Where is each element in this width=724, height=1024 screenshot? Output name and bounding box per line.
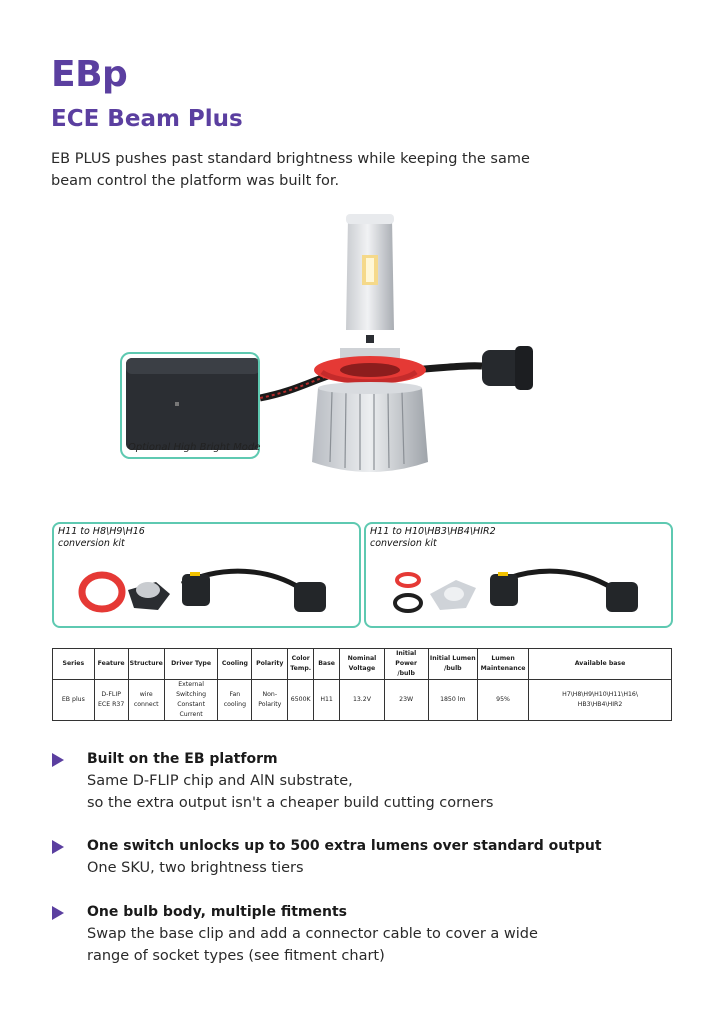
spec-value-cell-line: 6500K (290, 696, 311, 703)
bullet-arrow-icon (52, 753, 64, 767)
black-seal-ring (393, 593, 423, 613)
conversion-kit-image (78, 568, 326, 613)
spec-value-cell-line: ECE R37 (98, 701, 125, 708)
conversion-kit-image (393, 568, 638, 613)
spec-header-cell: Cooling (217, 648, 253, 680)
spec-header-cell: Available base (528, 648, 672, 680)
spec-header-cell-line: /bulb (443, 665, 462, 672)
spec-value-cell-line: connect (133, 701, 159, 708)
spec-header-cell: Series (52, 648, 95, 680)
high-bright-mode-label: Optional High Bright Mode (128, 442, 261, 453)
spec-table: Series Feature Structure Driver Type Cooling… (52, 648, 672, 721)
spec-value-cell-line: cooling (223, 701, 246, 708)
spec-header-cell-line: Structure (129, 660, 163, 667)
spec-value-cell-line: H7\H8\H9\H10\H11\H16\ (562, 691, 638, 698)
spec-value-cell-line: Constant (177, 701, 206, 708)
feature-line: so the extra output isn't a cheaper buil… (87, 795, 494, 811)
spec-value-cell-line: 1850 lm (440, 696, 466, 703)
spec-value-cell-line: HB3\HB4\HIR2 (577, 701, 623, 708)
spec-header-cell-line: Maintenance (480, 665, 526, 672)
spec-value-cell-line: 23W (399, 696, 414, 703)
spec-header-cell-line: /bulb (397, 670, 415, 677)
feature-title: Built on the EB platform (87, 751, 278, 767)
spec-value-cell: 13.2V (339, 679, 385, 721)
spec-header-cell-line: Lumen (491, 655, 515, 662)
feature-title: One bulb body, multiple fitments (87, 904, 347, 920)
high-bright-mode-callout-frame (120, 352, 260, 459)
red-seal-ring (78, 571, 126, 613)
bullet-arrow-icon (52, 906, 64, 920)
spec-header-cell-line: Cooling (221, 660, 248, 667)
feature-line: One SKU, two brightness tiers (87, 860, 304, 876)
spec-header-cell-line: Feature (97, 660, 125, 667)
spec-value-cell: Non- Polarity (251, 679, 289, 721)
spec-value-cell-line: Switching (176, 691, 207, 698)
spec-header-cell: Initial Lumen/bulb (427, 648, 479, 680)
feature-line: Same D-FLIP chip and AlN substrate, (87, 773, 353, 789)
spec-value-cell-line: EB plus (61, 696, 85, 703)
spec-header-cell-line: Polarity (256, 660, 284, 667)
spec-table-header-row: Series Feature Structure Driver Type Cooling… (52, 648, 672, 680)
spec-value-cell: 1850 lm (427, 679, 479, 721)
spec-header-cell: Structure (127, 648, 165, 680)
spec-header-cell-line: Initial Power (395, 650, 418, 667)
spec-value-cell-line: H11 (320, 696, 333, 703)
spec-value-cell: EB plus (52, 679, 95, 721)
led-bulb-product-image (126, 214, 533, 472)
intro-paragraph: EB PLUS pushes past standard brightness … (51, 148, 611, 192)
spec-header-cell: Polarity (251, 648, 289, 680)
spec-header-cell-line: Base (318, 660, 335, 667)
spec-value-cell-line: Fan (229, 691, 241, 698)
red-seal-ring (395, 572, 421, 588)
spec-value-cell: 23W (383, 679, 429, 721)
spec-header-cell: Base (313, 648, 341, 680)
spec-value-cell: D-FLIP ECE R37 (93, 679, 129, 721)
spec-header-cell-line: Temp. (290, 665, 312, 672)
spec-value-cell: 95% (477, 679, 530, 721)
spec-header-cell: Initial Power/bulb (383, 648, 429, 680)
page-title: EBp (51, 54, 128, 95)
spec-header-cell-line: Driver Type (171, 660, 212, 667)
spec-value-cell-line: External (178, 681, 204, 688)
spec-value-cell: H11 (313, 679, 341, 721)
feature-line: Swap the base clip and add a connector c… (87, 926, 538, 942)
driver-box (126, 358, 260, 450)
spec-value-cell: 6500K (287, 679, 315, 721)
spec-header-cell-line: Voltage (348, 665, 376, 672)
intro-line: EB PLUS pushes past standard brightness … (51, 151, 530, 167)
spec-header-cell-line: Series (62, 660, 85, 667)
spec-header-cell-line: Available base (574, 660, 626, 667)
spec-value-cell: Fan cooling (217, 679, 253, 721)
spec-header-cell-line: Nominal (347, 655, 377, 662)
spec-value-cell-line: 13.2V (352, 696, 371, 703)
spec-header-cell: Driver Type (163, 648, 219, 680)
intro-line: beam control the platform was built for. (51, 173, 340, 189)
page-subtitle: ECE Beam Plus (51, 106, 243, 132)
spec-header-cell: Feature (93, 648, 129, 680)
spec-value-cell: H7\H8\H9\H10\H11\H16\ HB3\HB4\HIR2 (528, 679, 672, 721)
spec-header-cell-line: Color (291, 655, 310, 662)
spec-value-cell-line: D-FLIP (101, 691, 121, 698)
spec-header-cell-line: Initial Lumen (429, 655, 476, 662)
spec-value-cell-line: Polarity (258, 701, 282, 708)
spec-value-cell-line: Non- (262, 691, 278, 698)
spec-value-cell-line: Current (179, 711, 203, 718)
bullet-arrow-icon (52, 840, 64, 854)
spec-value-cell-line: 95% (496, 696, 510, 703)
spec-value-cell: wire connect (127, 679, 165, 721)
feature-title: One switch unlocks up to 500 extra lumen… (87, 838, 602, 854)
spec-value-cell-line: wire (139, 691, 153, 698)
feature-line: range of socket types (see fitment chart… (87, 948, 385, 964)
